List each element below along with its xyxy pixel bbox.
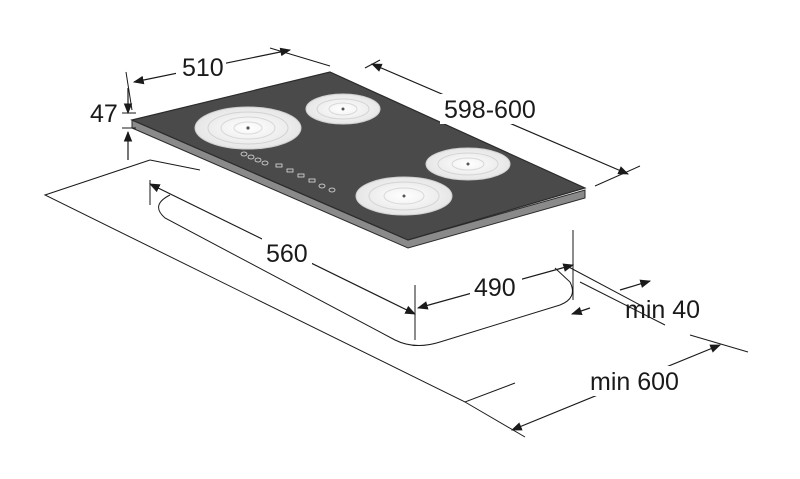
dimension-min-40: min 40 (564, 264, 700, 326)
min-worktop-label: min 600 (590, 368, 679, 396)
cutout-depth-label: 490 (474, 274, 516, 302)
dimension-47: 47 (90, 88, 136, 160)
zone-select-icon (261, 160, 269, 166)
cutout-width-label: 560 (266, 240, 308, 268)
dimension-490: 490 (416, 230, 575, 310)
dimension-560: 560 (149, 180, 416, 340)
cooking-zone-front-right (355, 176, 453, 216)
zone-select-icon (275, 163, 283, 168)
cooking-zone-front-left (194, 106, 302, 150)
dimension-598-600: 598-600 (364, 59, 641, 187)
cooking-zone-rear-left (305, 93, 381, 125)
zone-select-icon (308, 178, 316, 183)
depth-top-label: 598-600 (444, 96, 536, 124)
dimension-min-600: min 600 (464, 334, 749, 438)
min-clearance-label: min 40 (625, 296, 700, 324)
zone-select-icon (297, 173, 305, 178)
height-label: 47 (90, 100, 118, 128)
power-icon (240, 151, 248, 157)
minus-icon (247, 154, 255, 160)
plus-icon (254, 157, 262, 163)
zone-select-icon (286, 168, 294, 173)
width-top-label: 510 (182, 54, 224, 82)
cooking-zone-rear-right (425, 147, 511, 181)
